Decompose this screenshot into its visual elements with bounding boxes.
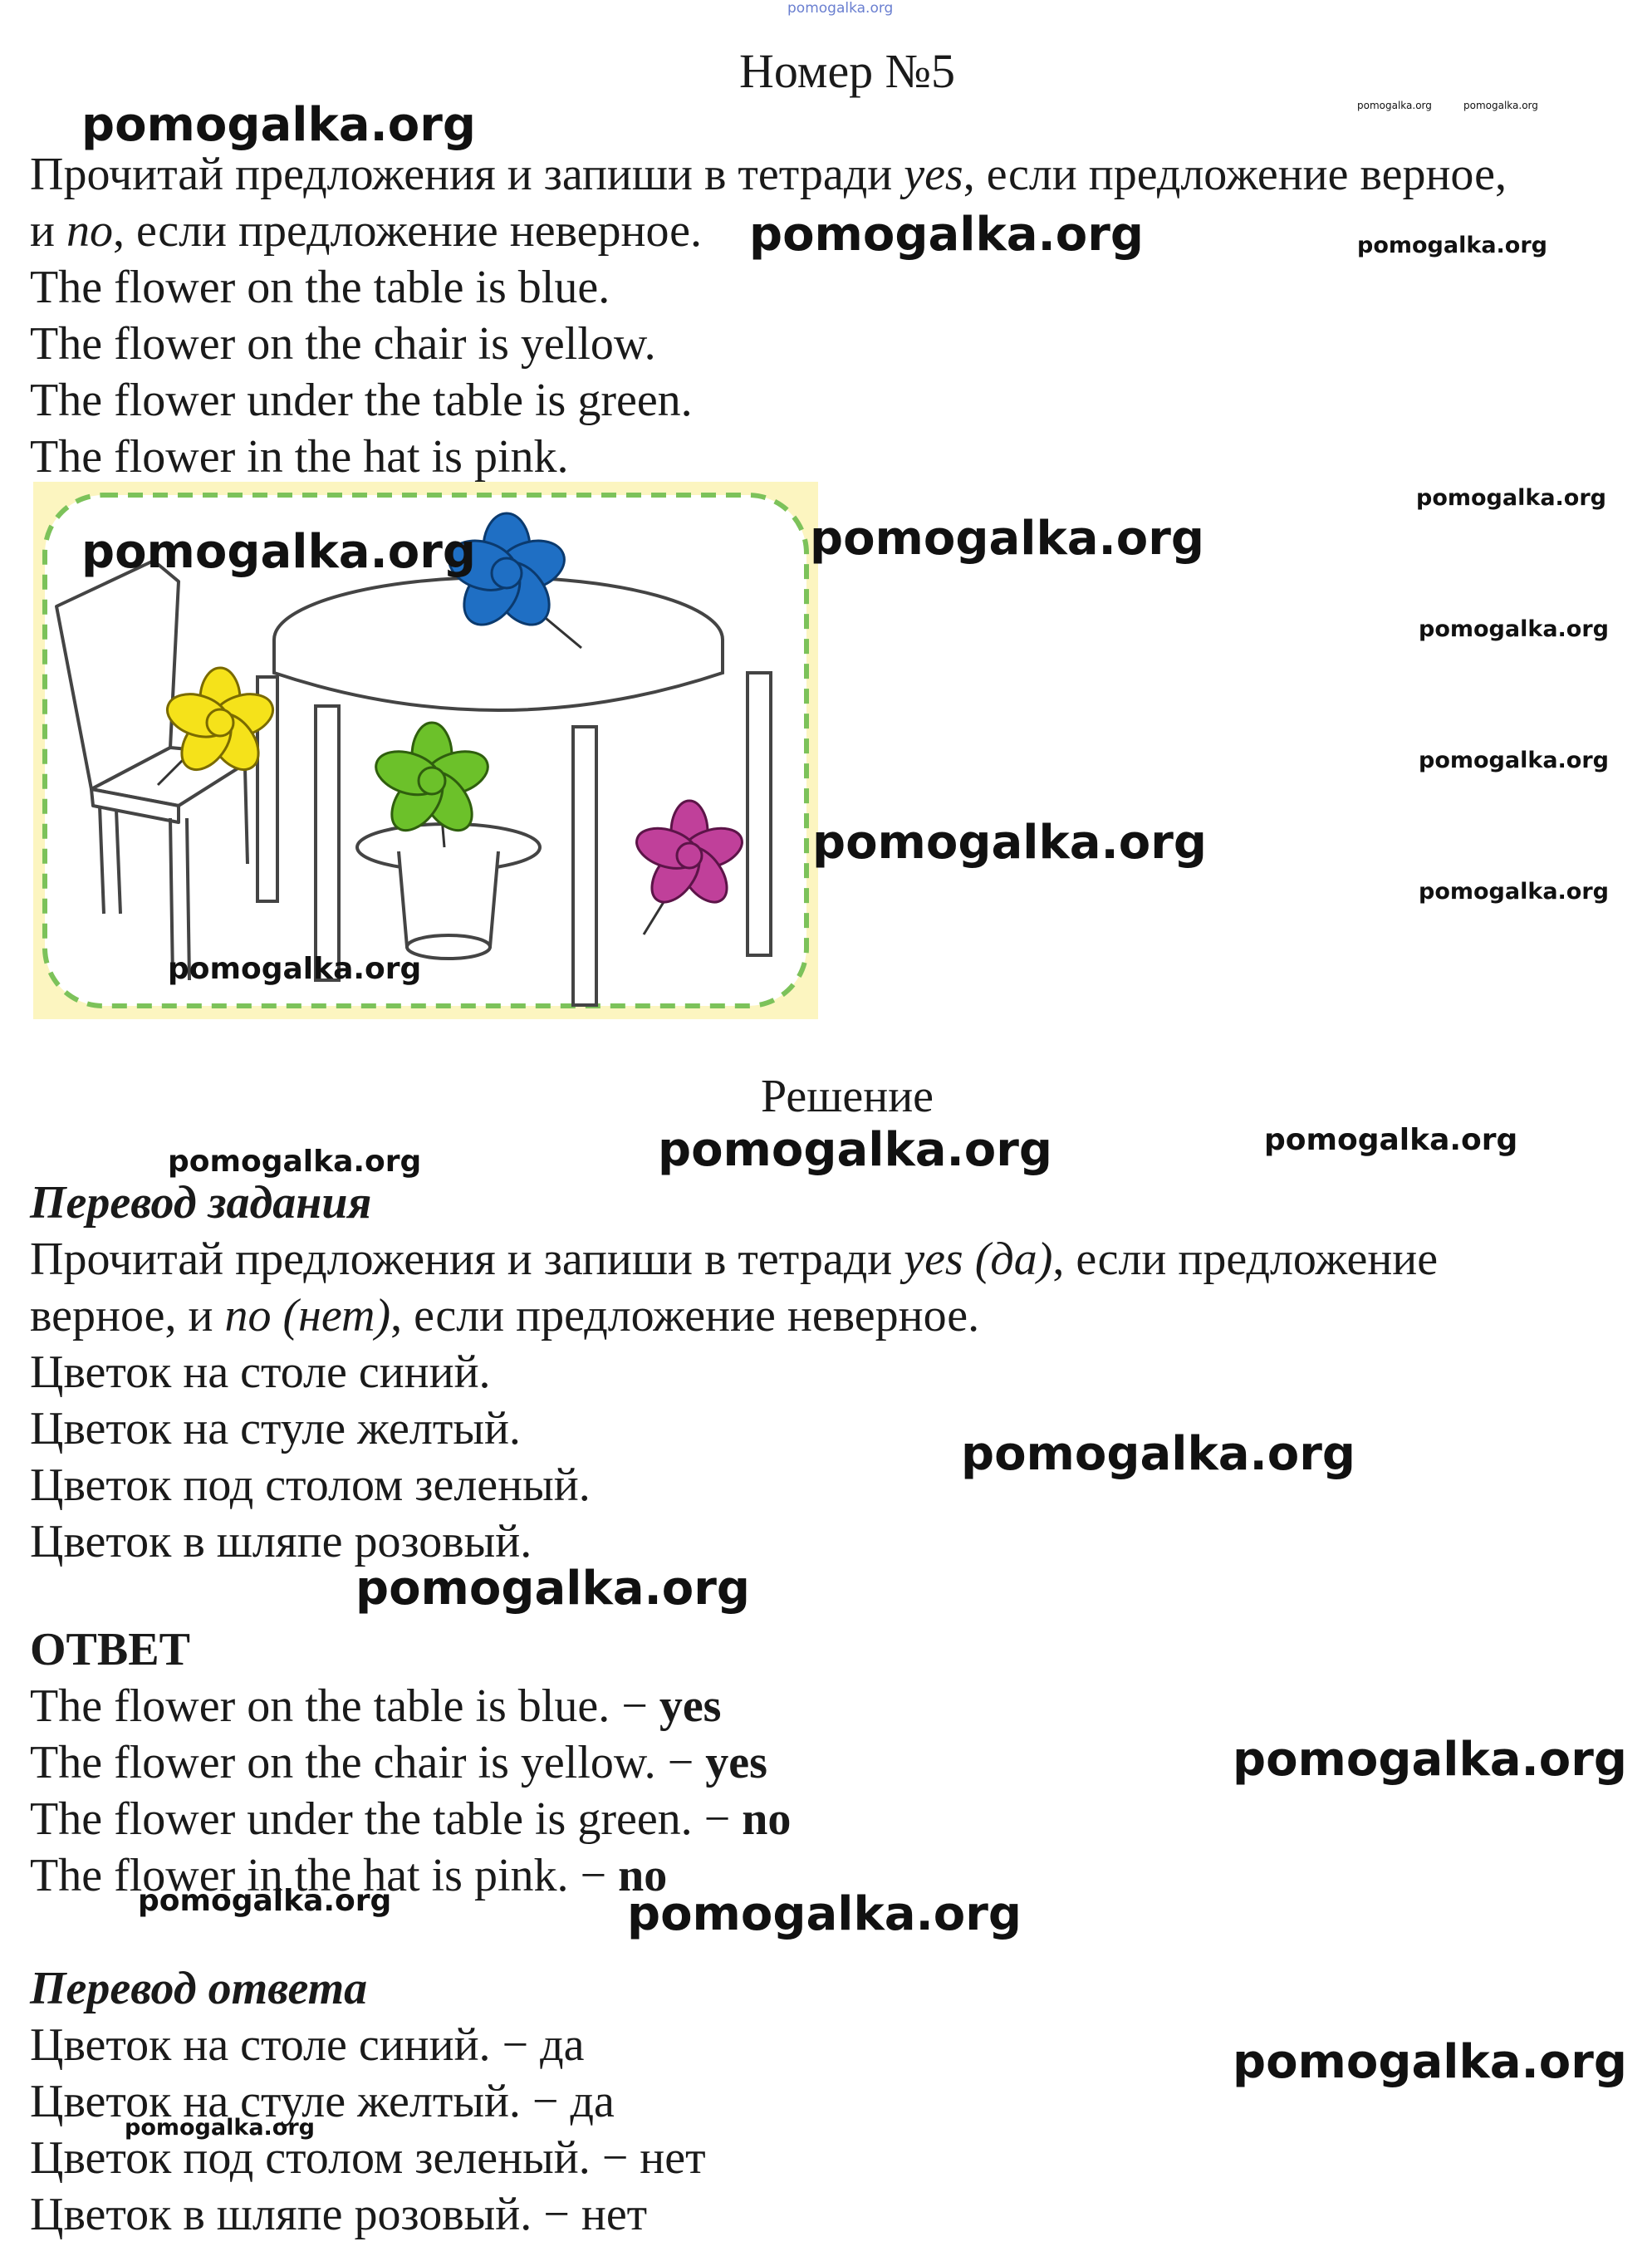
watermark: pomogalka.org [81, 98, 476, 152]
watermark: pomogalka.org [1419, 748, 1609, 773]
watermark: pomogalka.org [810, 512, 1204, 566]
watermark: pomogalka.org [1419, 616, 1609, 642]
task-sentence: The flower on the table is blue. [30, 262, 610, 313]
watermark: pomogalka.org [961, 1427, 1355, 1481]
translated-sentence: Цветок на стуле желтый. [30, 1403, 521, 1454]
flowers-illustration [33, 482, 818, 1019]
translation-instruction-line-1: Прочитай предложения и запиши в тетради … [30, 1234, 1439, 1285]
translation-heading: Перевод задания [30, 1177, 372, 1229]
translated-sentence: Цветок в шляпе розовый. [30, 1516, 532, 1567]
watermark: pomogalka.org [1233, 1733, 1627, 1787]
watermark: pomogalka.org [812, 816, 1207, 870]
translation-instruction-line-2: верное, и no (нет), если предложение нев… [30, 1290, 980, 1341]
answer-heading: ОТВЕТ [30, 1624, 190, 1675]
watermark: pomogalka.org [1357, 233, 1547, 258]
task-sentence: The flower in the hat is pink. [30, 431, 569, 483]
answer-line: The flower on the chair is yellow. − yes [30, 1737, 767, 1788]
answer-line: The flower in the hat is pink. − no [30, 1850, 668, 1901]
watermark: pomogalka.org [627, 1887, 1022, 1941]
watermark: pomogalka.org [168, 1145, 422, 1179]
watermark: pomogalka.org [1264, 1123, 1518, 1157]
hat-drawing [355, 822, 542, 960]
watermark: pomogalka.org [138, 1884, 392, 1918]
task-instruction-line-1: Прочитай предложения и запиши в тетради … [30, 149, 1507, 200]
translated-answer: Цветок на стуле желтый. − да [30, 2076, 615, 2127]
watermark: pomogalka.org [1357, 100, 1432, 111]
table-drawing [256, 576, 772, 1007]
yellow-flower [156, 666, 275, 787]
translated-answer: Цветок под столом зеленый. − нет [30, 2132, 706, 2184]
green-flower [375, 721, 489, 848]
watermark: pomogalka.org [125, 2115, 315, 2141]
watermark: pomogalka.org [1416, 485, 1606, 511]
answer-translation-heading: Перевод ответа [30, 1963, 368, 2014]
task-instruction-line-2: и no, если предложение неверное. [30, 205, 703, 257]
pink-flower [635, 799, 743, 935]
watermark: pomogalka.org [658, 1123, 1052, 1177]
task-sentence: The flower on the chair is yellow. [30, 318, 656, 370]
watermark: pomogalka.org [1233, 2035, 1627, 2089]
watermark: pomogalka.org [1463, 100, 1538, 111]
task-sentence: The flower under the table is green. [30, 375, 693, 426]
translated-answer: Цветок в шляпе розовый. − нет [30, 2189, 648, 2240]
translated-sentence: Цветок на столе синий. [30, 1346, 491, 1398]
top-watermark: pomogalka.org [787, 0, 894, 17]
watermark: pomogalka.org [355, 1562, 750, 1616]
blue-flower [448, 512, 582, 650]
watermark: pomogalka.org [168, 952, 422, 986]
translated-answer: Цветок на столе синий. − да [30, 2019, 585, 2071]
translated-sentence: Цветок под столом зеленый. [30, 1459, 591, 1511]
watermark: pomogalka.org [1419, 879, 1609, 905]
solution-heading: Решение [760, 1071, 934, 1122]
answer-line: The flower under the table is green. − n… [30, 1793, 792, 1845]
answer-line: The flower on the table is blue. − yes [30, 1680, 722, 1732]
page-title: Номер №5 [738, 44, 956, 98]
watermark: pomogalka.org [81, 525, 476, 579]
watermark: pomogalka.org [749, 208, 1144, 262]
